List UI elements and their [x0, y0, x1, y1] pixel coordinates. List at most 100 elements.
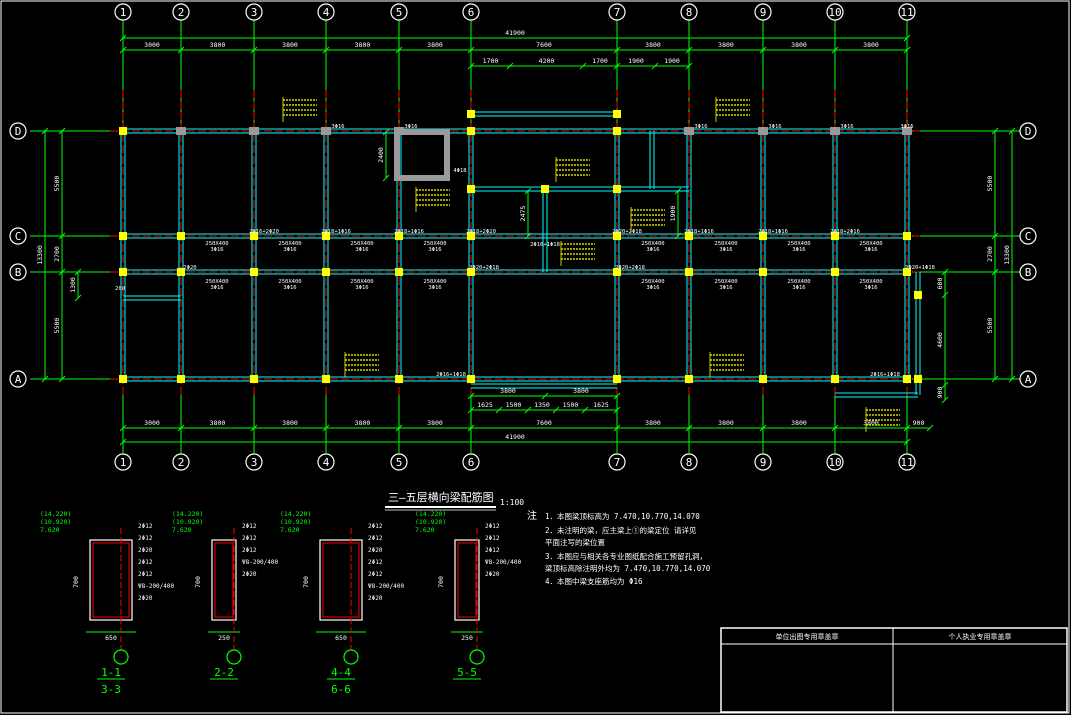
beam-bar-b-2: 3Φ16: [355, 285, 368, 291]
grid-bubble-label: 8: [686, 456, 693, 469]
grid-bubble-circle: [898, 453, 916, 471]
dim-left-inner-label: 5500: [53, 318, 61, 334]
section-bar-label: 2Φ12: [138, 523, 153, 530]
section-label-bottom: 6-6: [331, 683, 351, 696]
section-width: 650: [335, 634, 347, 642]
beam-misc-stair: 4Φ18: [453, 168, 466, 174]
column-43: [903, 375, 911, 383]
section-height: 700: [72, 576, 80, 588]
grid-bubble-8-bottom: 8: [680, 453, 698, 471]
column-34: [759, 268, 767, 276]
section-label-top: 1-1: [101, 666, 121, 679]
beam-text-c-3: 2Φ18+2Φ20: [466, 229, 496, 235]
grid-bubble-circle: [754, 453, 772, 471]
section-bar-label: 2Φ12: [368, 523, 383, 530]
section-height: 700: [302, 576, 310, 588]
column-grey-5: [830, 127, 840, 135]
grid-bubble-circle: [317, 453, 335, 471]
grid-bubble-circle: [1019, 370, 1037, 388]
beam-bar-c-6: 3Φ16: [792, 247, 805, 253]
grid-bubble-label: B: [15, 266, 22, 279]
column-grey-6: [902, 127, 912, 135]
section-label-top: 4-4: [331, 666, 351, 679]
beam-size-c-5: 250X400: [714, 241, 737, 247]
beam-text-c-0: 2Φ16+2Φ20: [249, 229, 279, 235]
section-stirrup: [92, 542, 130, 618]
grid-bubble-label: 10: [828, 6, 841, 19]
section-elevation: 7.620: [280, 526, 300, 534]
dim-total-bottom-tick: [119, 438, 127, 446]
grid-bubble-3-bottom: 3: [245, 453, 263, 471]
dim-bottom-row-tick: [759, 424, 767, 432]
dim-left-small-label: 1300: [69, 277, 77, 293]
dim-stair-1-tick: [382, 128, 390, 136]
title-block: 单位出图专用章盖章 个人执业专用章盖章: [720, 627, 1068, 713]
dim-bottom-mid-tick: [524, 406, 532, 414]
beam-size-b-5: 250X400: [714, 279, 737, 285]
grid-bubble-label: C: [15, 230, 22, 243]
column-33: [759, 232, 767, 240]
beam-bar-b-5: 3Φ16: [719, 285, 732, 291]
dim-bottom-row-label: 7600: [536, 419, 552, 427]
section-bar-label: 2Φ12: [368, 559, 383, 566]
beam-text-c-6: 2Φ18+1Φ16: [758, 229, 788, 235]
beam-text-c-1: 2Φ18+1Φ16: [321, 229, 351, 235]
beam-misc-top-2: 3Φ16: [694, 124, 707, 130]
grid-bubble-circle: [245, 3, 263, 21]
section-bar-label: 2Φ20: [138, 595, 153, 602]
grid-bubble-circle: [317, 3, 335, 21]
dim-bottom-row-tick: [831, 424, 839, 432]
column-30: [685, 268, 693, 276]
beam-misc-top-0: 3Φ16: [331, 124, 344, 130]
dim-right-inner-tick: [991, 232, 999, 240]
column-14: [322, 268, 330, 276]
grid-bubble-circle: [114, 3, 132, 21]
drawing-title: 三—五层横向梁配筋图: [388, 490, 494, 504]
dim-total-bottom-tick: [903, 438, 911, 446]
section-axis-bubble: [226, 649, 242, 665]
grid-bubble-label: A: [15, 373, 22, 386]
section-outline: [211, 539, 237, 621]
dim-top-mid-label: 1700: [483, 57, 499, 65]
column-19: [395, 375, 403, 383]
grid-bubble-label: 4: [323, 6, 330, 19]
dim-top-mid-tick: [579, 62, 587, 70]
column-20: [467, 127, 475, 135]
dim-stair-1-label: 2400: [377, 147, 385, 163]
dim-bottom-mid-tick: [495, 406, 503, 414]
column-grey-4: [758, 127, 768, 135]
dim-bottom-mid-label: 1625: [593, 401, 609, 409]
grid-bubble-8-top: 8: [680, 3, 698, 21]
beam-size-b-2: 250X400: [350, 279, 373, 285]
column-27: [613, 375, 621, 383]
dim-top-mid-tick: [467, 62, 475, 70]
grid-bubble-4-top: 4: [317, 3, 335, 21]
beam-misc-top-4: 3Φ16: [840, 124, 853, 130]
dim-total-top-tick: [119, 34, 127, 42]
grid-bubble-6-top: 6: [462, 3, 480, 21]
section-bar-label: 2Φ12: [138, 571, 153, 578]
notes-block: 注 1．本图梁顶标高为 7.470,10.770,14.070 2．未注明的梁，…: [527, 509, 711, 586]
grid-bubble-label: 2: [178, 456, 185, 469]
section-bar-label: 2Φ20: [138, 547, 153, 554]
dim-right-outer-label: 13300: [1003, 245, 1011, 265]
section-bar-label: 2Φ12: [368, 535, 383, 542]
grid-bubble-label: 5: [396, 6, 403, 19]
dim-left-inner-tick: [58, 127, 66, 135]
section-bar-label: Ψ8-200/400: [485, 559, 522, 566]
dim-left-small-tick: [74, 294, 82, 302]
dim-top-row-tick: [831, 46, 839, 54]
beam-size-b-7: 250X400: [859, 279, 882, 285]
column-0: [119, 127, 127, 135]
grid-bubble-circle: [826, 3, 844, 21]
grid-bubble-5-bottom: 5: [390, 453, 408, 471]
dim-right-outer-tick: [1008, 127, 1016, 135]
section-elevation: (14.220): [40, 510, 71, 518]
dim-top-row-label: 3800: [718, 41, 734, 49]
section-bar-label: 2Φ20: [368, 595, 383, 602]
section-width: 250: [218, 634, 230, 642]
